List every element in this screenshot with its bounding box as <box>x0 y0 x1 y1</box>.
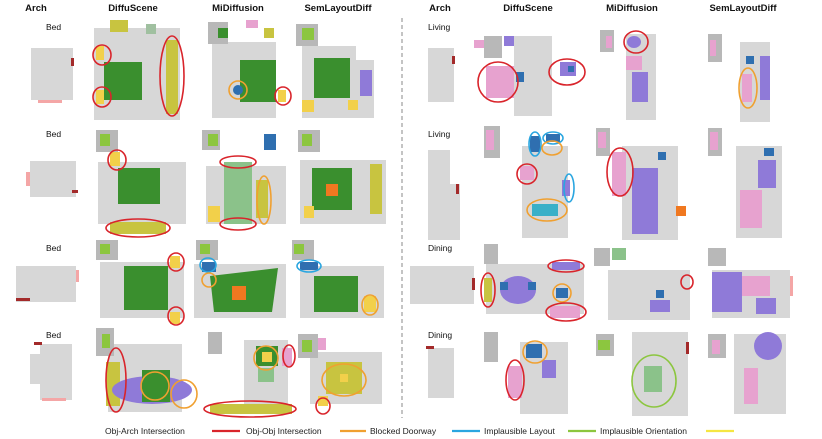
cell-living1-semlayoutdiff <box>708 34 770 122</box>
legend-label-obj-arch: Obj-Arch Intersection <box>105 426 185 436</box>
header-semlayoutdiff-left: SemLayoutDiff <box>304 3 372 14</box>
cell-bed3-diffuscene <box>96 240 185 326</box>
row-label-living-1: Living <box>428 22 450 32</box>
cell-bed4-arch <box>30 342 72 401</box>
cell-dining2-semlayoutdiff <box>708 332 786 414</box>
header-diffuscene-right: DiffuScene <box>503 3 553 14</box>
cell-living2-semlayoutdiff <box>708 128 782 238</box>
cell-living2-arch <box>428 150 460 240</box>
row-label-dining-1: Dining <box>428 243 452 253</box>
cell-bed2-semlayoutdiff <box>298 130 386 224</box>
cell-dining1-diffuscene <box>480 244 587 322</box>
legend-item-obj-obj: Obj-Obj Intersection <box>246 426 366 436</box>
cell-bed4-midiffusion <box>203 332 297 418</box>
legend-item-implausible-orientation: Implausible Orientation <box>600 426 734 436</box>
legend-label-implausible-layout: Implausible Layout <box>484 426 556 436</box>
legend: Obj-Arch Intersection Obj-Obj Intersecti… <box>105 426 734 436</box>
legend-label-blocked-doorway: Blocked Doorway <box>370 426 437 436</box>
header-semlayoutdiff-right: SemLayoutDiff <box>709 3 777 14</box>
cell-living2-midiffusion <box>596 128 686 240</box>
cell-bed2-arch <box>26 161 78 197</box>
cell-bed2-diffuscene <box>96 130 186 238</box>
row-label-bed-2: Bed <box>46 129 61 139</box>
cell-bed1-diffuscene <box>92 20 185 120</box>
cell-dining1-arch <box>410 266 475 304</box>
cell-bed4-semlayoutdiff <box>298 334 382 415</box>
cell-dining2-midiffusion <box>596 332 689 416</box>
cell-living1-arch <box>428 48 455 102</box>
cell-bed1-semlayoutdiff <box>296 24 374 118</box>
cell-bed3-semlayoutdiff <box>292 240 384 318</box>
cell-living1-diffuscene <box>474 36 586 116</box>
row-label-bed-1: Bed <box>46 22 61 32</box>
cell-bed3-arch <box>16 266 79 302</box>
legend-label-obj-obj: Obj-Obj Intersection <box>246 426 322 436</box>
header-diffuscene-left: DiffuScene <box>108 3 158 14</box>
legend-item-implausible-layout: Implausible Layout <box>484 426 596 436</box>
header-midiffusion-left: MiDiffusion <box>212 3 264 14</box>
cell-bed1-arch <box>31 48 74 103</box>
cell-dining2-diffuscene <box>484 332 568 414</box>
cell-bed4-diffuscene <box>96 328 198 413</box>
cell-bed2-midiffusion <box>202 130 286 231</box>
legend-item-obj-arch: Obj-Arch Intersection <box>105 426 240 436</box>
row-label-bed-4: Bed <box>46 330 61 340</box>
header-arch-right: Arch <box>429 3 451 14</box>
cell-dining1-midiffusion <box>594 248 694 320</box>
legend-label-implausible-orientation: Implausible Orientation <box>600 426 687 436</box>
header-arch-left: Arch <box>25 3 47 14</box>
cell-dining2-arch <box>426 346 454 398</box>
right-headers: Arch DiffuScene MiDiffusion SemLayoutDif… <box>429 3 777 14</box>
cell-living1-midiffusion <box>600 30 656 120</box>
cell-bed1-midiffusion <box>208 20 292 118</box>
header-midiffusion-right: MiDiffusion <box>606 3 658 14</box>
row-labels: Bed Bed Bed Bed Living Living Dining Din… <box>46 22 452 340</box>
cell-bed3-midiffusion <box>194 240 286 318</box>
cell-living2-diffuscene <box>484 126 575 238</box>
row-label-dining-2: Dining <box>428 330 452 340</box>
cell-dining1-semlayoutdiff <box>708 248 793 318</box>
left-headers: Arch DiffuScene MiDiffusion SemLayoutDif… <box>25 3 372 14</box>
row-label-bed-3: Bed <box>46 243 61 253</box>
legend-item-blocked-doorway: Blocked Doorway <box>370 426 480 436</box>
row-label-living-2: Living <box>428 129 450 139</box>
